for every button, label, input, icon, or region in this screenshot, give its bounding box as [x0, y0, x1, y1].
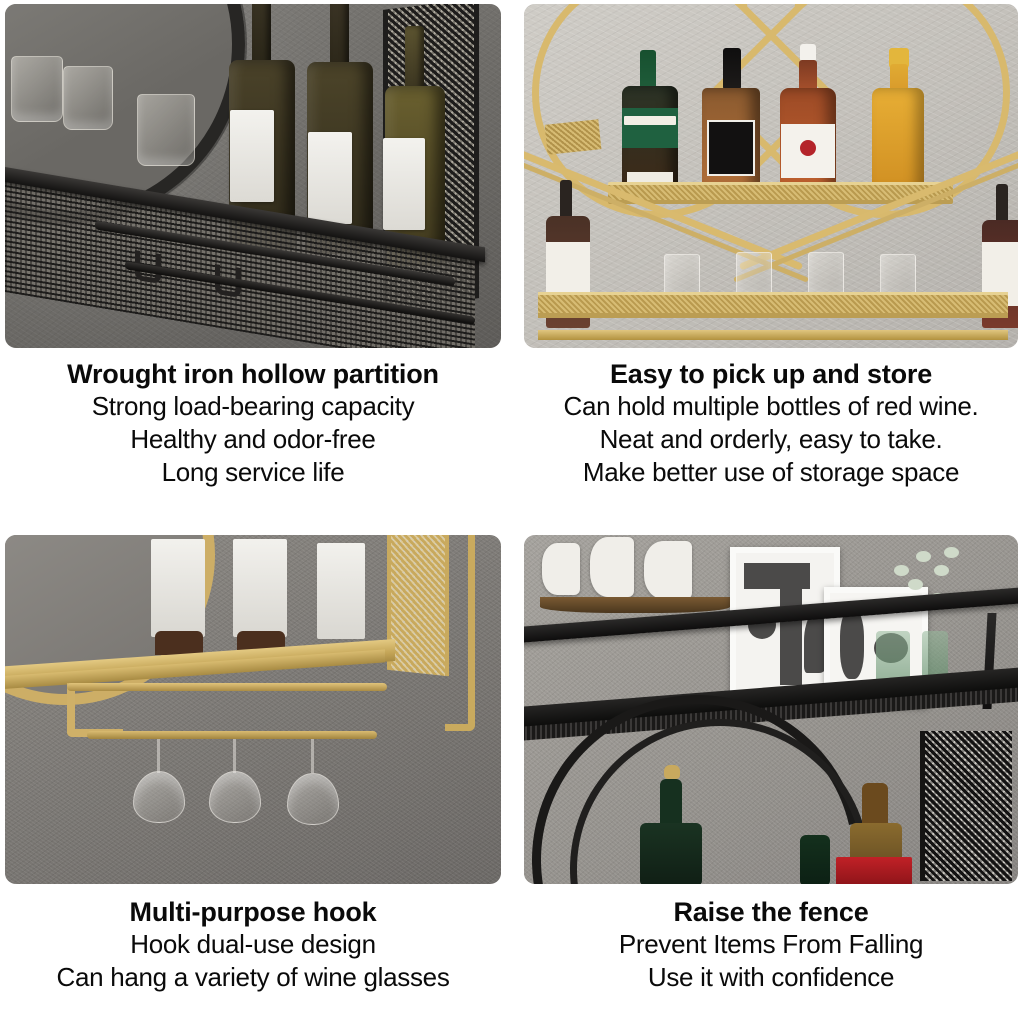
eucalyptus-leaf: [944, 547, 959, 558]
gold-frame-corner: [445, 535, 475, 731]
bottle-cap: [800, 44, 816, 62]
white-box-item: [151, 539, 205, 637]
eucalyptus-leaf: [934, 565, 949, 576]
feature-image-raise-the-fence: [524, 535, 1018, 884]
white-box-item: [317, 543, 365, 639]
bottle-label: [308, 132, 352, 224]
wine-glass-stem: [233, 739, 236, 773]
multi-purpose-hook-bracket: [67, 683, 123, 737]
feature-line: Long service life: [161, 457, 345, 487]
wine-bottle-neck: [252, 4, 271, 68]
eucalyptus-leaf: [894, 565, 909, 576]
wine-bottle-neck: [330, 4, 349, 68]
bottle-label-jack-daniels: [707, 120, 755, 176]
tumbler-glass: [11, 56, 63, 122]
gold-mesh-tab: [544, 119, 602, 155]
gold-mesh-upper-shelf: [608, 182, 953, 204]
feature-image-wrought-iron-hollow-partition: [5, 4, 501, 348]
white-box-item: [233, 539, 287, 637]
eucalyptus-leaf: [908, 579, 923, 590]
feature-line: Strong load-bearing capacity: [91, 391, 415, 421]
eucalyptus-leaf: [916, 551, 931, 562]
jim-beam-rosette: [800, 140, 816, 156]
wine-bottle-neck: [996, 184, 1008, 224]
amber-whiskey-bottle: [872, 88, 924, 192]
wine-bottle-neck: [405, 26, 424, 92]
feature-line: Can hang a variety of wine glasses: [56, 962, 450, 992]
art-shape: [780, 589, 802, 685]
bottle-label: [383, 138, 425, 230]
caption-wrought-iron-hollow-partition: Wrought iron hollow partition Strong loa…: [5, 358, 501, 489]
ship-sail: [542, 543, 580, 595]
bottle-base: [155, 631, 203, 655]
feature-line: Neat and orderly, easy to take.: [599, 424, 943, 454]
feature-line: Can hold multiple bottles of red wine.: [563, 391, 979, 421]
green-bottle: [800, 835, 830, 884]
whiskey-bottle-neck: [799, 60, 817, 92]
hanging-wine-glass: [287, 773, 339, 825]
hanging-wine-glass: [133, 771, 185, 823]
feature-image-easy-to-pick-up-and-store: [524, 4, 1018, 348]
feature-line: Hook dual-use design: [130, 929, 376, 959]
art-shape: [840, 609, 864, 679]
bottle-label-lower: [627, 172, 673, 185]
feature-line: Healthy and odor-free: [130, 424, 376, 454]
bottle-cork: [664, 765, 680, 779]
bottle-label-text-band: [624, 116, 676, 125]
wine-bottle-neck: [660, 779, 682, 827]
bottle-label-tullamore-dew: [622, 108, 678, 148]
feature-title: Multi-purpose hook: [129, 897, 377, 927]
ship-sail: [590, 537, 634, 597]
wine-bottle-neck: [560, 180, 572, 220]
feature-image-multi-purpose-hook: [5, 535, 501, 884]
gold-stemware-rail-lower: [87, 731, 377, 739]
wine-glass-stem: [157, 739, 160, 773]
ship-hull: [540, 597, 730, 613]
liquor-bottle-neck: [862, 783, 888, 827]
feature-title: Raise the fence: [673, 897, 869, 927]
feature-line: Make better use of storage space: [582, 457, 960, 487]
feature-title: Easy to pick up and store: [609, 359, 933, 389]
whiskey-bottle-neck: [723, 48, 741, 90]
art-shape: [744, 563, 810, 589]
ship-sail: [644, 541, 692, 599]
caption-easy-to-pick-up-and-store: Easy to pick up and store Can hold multi…: [524, 358, 1018, 489]
caption-raise-the-fence: Raise the fence Prevent Items From Falli…: [524, 896, 1018, 994]
caption-multi-purpose-hook: Multi-purpose hook Hook dual-use design …: [5, 896, 501, 994]
gold-bottom-rail: [538, 330, 1008, 340]
feature-title: Wrought iron hollow partition: [67, 359, 439, 389]
red-gift-box: [836, 857, 912, 884]
bottle-neck: [890, 64, 908, 92]
feature-line: Prevent Items From Falling: [618, 929, 924, 959]
feature-line: Use it with confidence: [647, 962, 895, 992]
tumbler-glass: [137, 94, 195, 166]
bottle-cap: [889, 48, 909, 68]
dark-wine-bottle: [640, 823, 702, 884]
wine-glass-stem: [311, 739, 314, 773]
gold-mesh-lower-shelf: [538, 292, 1008, 318]
black-mesh-side-panel: [920, 731, 1012, 881]
bottle-label: [230, 110, 274, 202]
hanging-wine-glass: [209, 771, 261, 823]
tumbler-glass: [63, 66, 113, 130]
gold-mesh-side-panel: [387, 535, 449, 677]
whiskey-bottle-neck: [640, 50, 656, 90]
gold-stemware-rail-upper: [67, 683, 387, 691]
model-sailing-ship: [534, 537, 734, 613]
